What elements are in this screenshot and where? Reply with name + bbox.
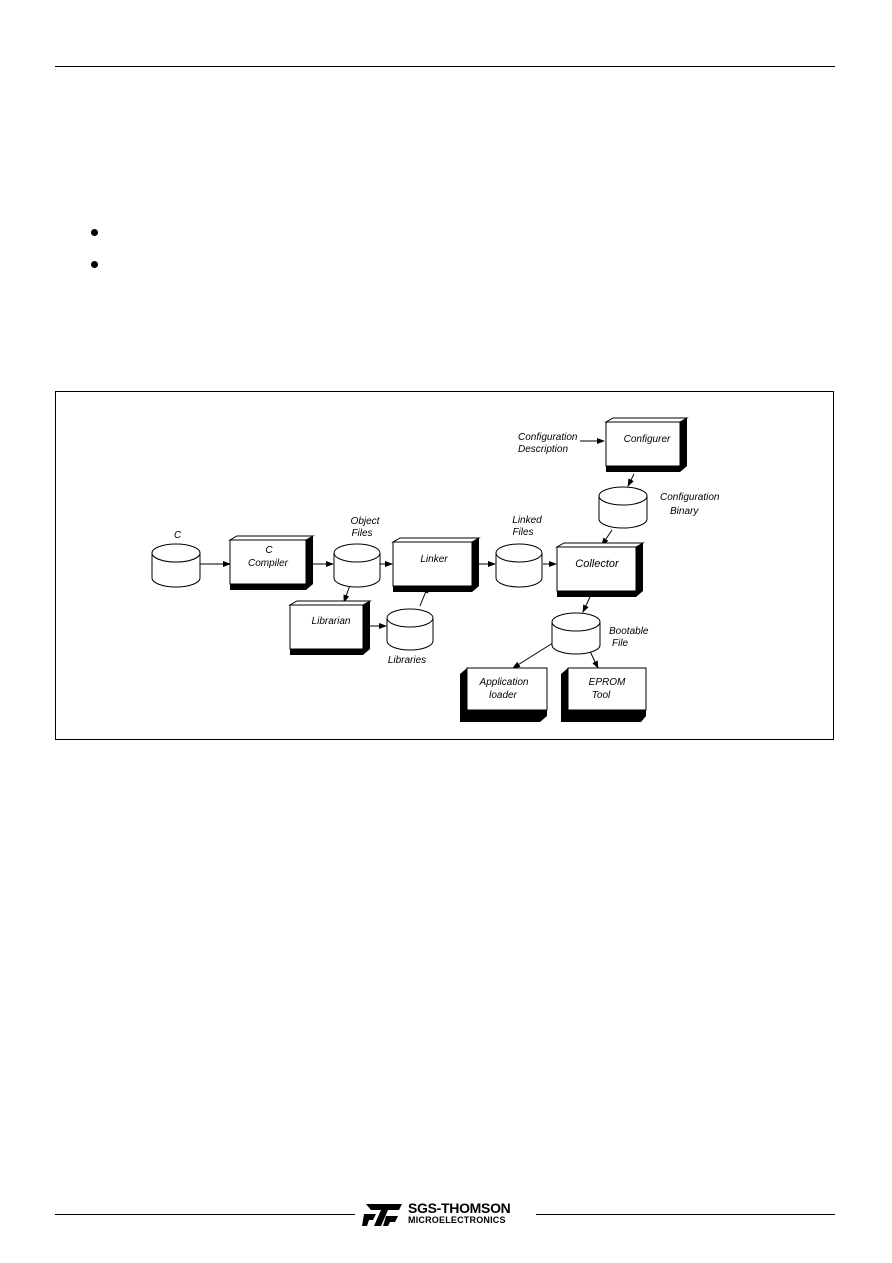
label-configuration-description-line1: Configuration (518, 432, 578, 443)
arrow-bootable-to-apploader (512, 640, 557, 669)
label-application-loader-line1: Application (479, 677, 529, 688)
label-eprom-tool-line1: EPROM (589, 677, 626, 688)
box-librarian (288, 600, 372, 655)
label-bootable-file-line2: File (612, 638, 629, 649)
label-librarian: Librarian (312, 616, 351, 627)
cylinder-object-files (333, 543, 381, 588)
cylinder-c-source (151, 543, 201, 588)
label-bootable-file-line1: Bootable (609, 626, 649, 637)
label-c-source: C (174, 530, 182, 541)
label-configurer: Configurer (624, 434, 671, 445)
company-logo: SGS-THOMSON MICROELECTRONICS (362, 1200, 532, 1230)
box-linker (391, 537, 481, 592)
bullet-marker (91, 229, 98, 236)
label-configuration-binary-line1: Configuration (660, 492, 720, 503)
arrow-objects-to-librarian (343, 584, 351, 603)
figure-frame (55, 391, 834, 740)
footer-rule-right (536, 1214, 835, 1215)
box-c-compiler (228, 535, 315, 590)
label-configuration-description-line2: Description (518, 444, 568, 455)
arrow-collector-to-bootable (582, 596, 591, 613)
arrow-configurer-to-binary (627, 473, 635, 487)
label-c-compiler-line2: Compiler (248, 558, 289, 569)
label-collector: Collector (575, 558, 620, 570)
label-configuration-binary-line2: Binary (670, 506, 699, 517)
label-object-files-line1: Object (351, 516, 381, 527)
logo-text-secondary: MICROELECTRONICS (408, 1215, 506, 1225)
footer-rule-left (55, 1214, 355, 1215)
bullet-marker (91, 261, 98, 268)
label-libraries: Libraries (388, 655, 426, 666)
label-linked-files-line1: Linked (512, 515, 542, 526)
label-application-loader-line2: loader (489, 690, 517, 701)
st-logo-icon (362, 1204, 402, 1226)
label-object-files-line2: Files (351, 528, 372, 539)
header-rule (55, 66, 835, 67)
label-c-compiler-line1: C (265, 545, 273, 556)
box-application-loader (460, 667, 548, 722)
cylinder-linked-files (495, 543, 543, 588)
box-eprom-tool (561, 667, 647, 722)
logo-text-primary: SGS-THOMSON (408, 1200, 511, 1216)
label-eprom-tool-line2: Tool (592, 690, 611, 701)
label-linked-files-line2: Files (512, 527, 533, 538)
cylinder-bootable-file (551, 612, 601, 655)
cylinder-libraries (386, 608, 434, 651)
label-linker: Linker (420, 554, 448, 565)
box-collector (555, 542, 645, 597)
cylinder-configuration-binary (598, 486, 648, 529)
box-configurer (604, 417, 689, 472)
